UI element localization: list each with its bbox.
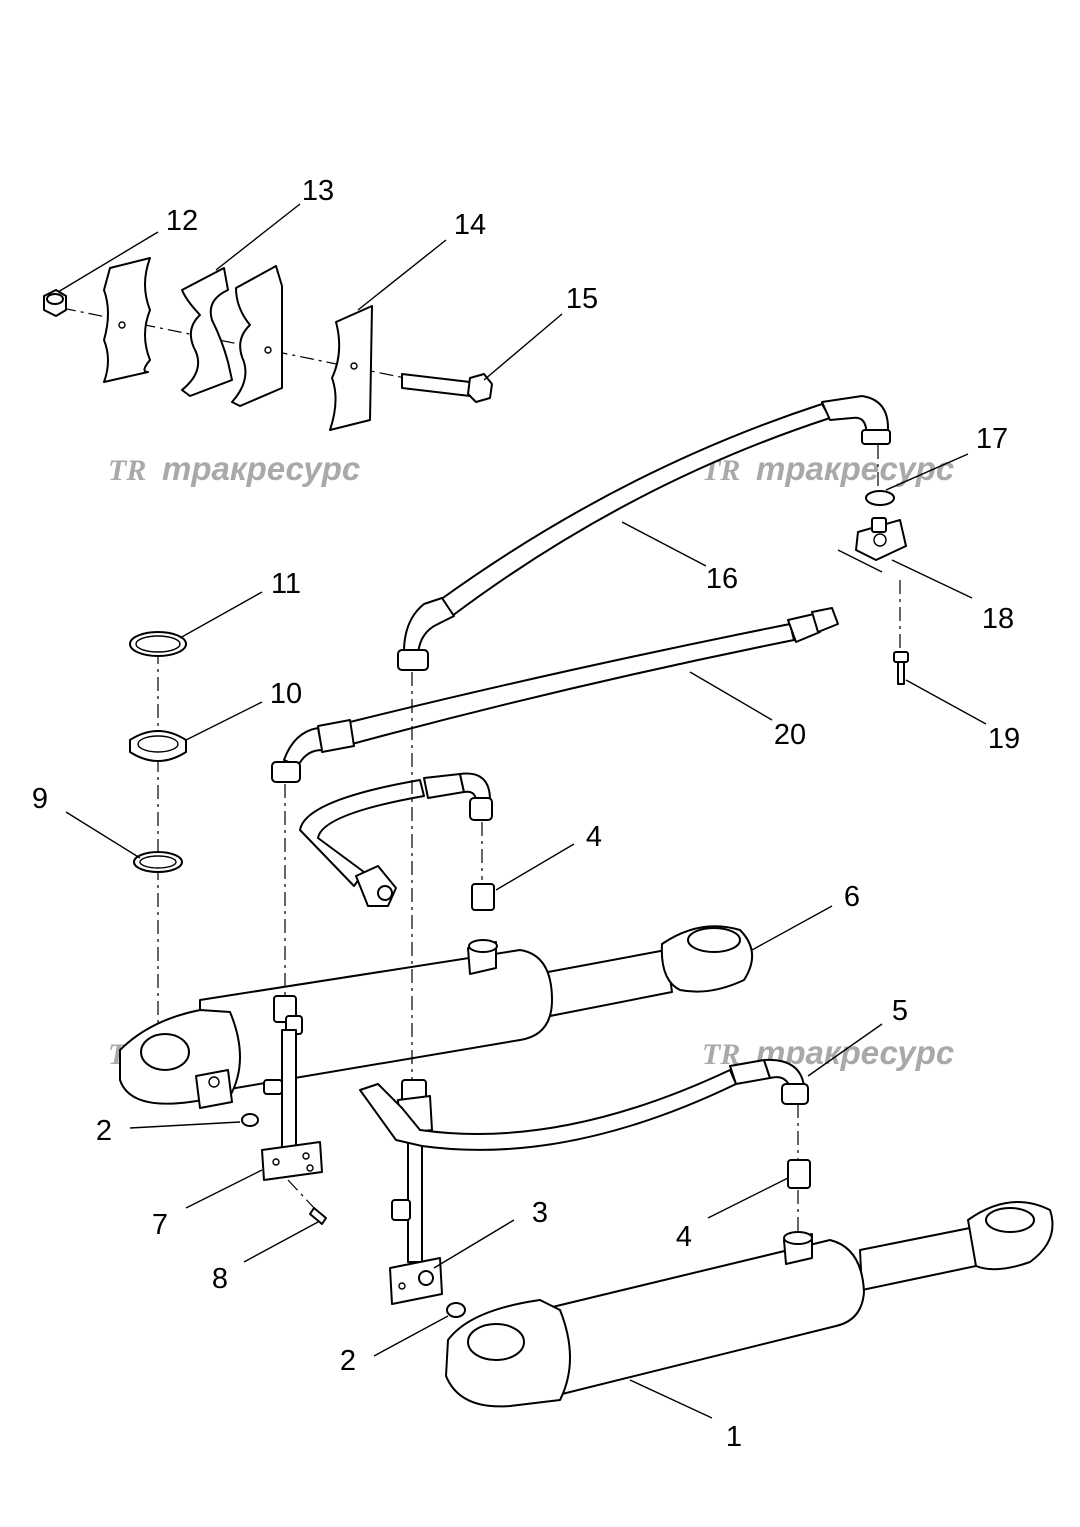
callout-14: 14	[454, 209, 486, 241]
clamp-plate-right-14	[329, 305, 373, 431]
callout-18: 18	[982, 603, 1014, 635]
callout-12: 12	[166, 205, 198, 237]
o-ring-9	[133, 851, 183, 873]
callout-4-lower: 4	[676, 1221, 692, 1253]
watermark-text: тракресурс	[756, 450, 954, 487]
leader-lines	[57, 203, 987, 1419]
callout-11: 11	[271, 568, 301, 600]
callout-17: 17	[976, 423, 1008, 455]
o-ring-11	[129, 631, 187, 657]
hose-16	[397, 395, 891, 671]
callout-4-upper: 4	[586, 821, 602, 853]
watermark-1: TR тракресурс	[108, 450, 360, 487]
callout-1: 1	[726, 1421, 742, 1453]
callout-7: 7	[152, 1209, 168, 1241]
bolt-15	[401, 373, 493, 403]
callout-5: 5	[892, 995, 908, 1027]
callout-10: 10	[270, 678, 302, 710]
clamp-assembly	[43, 257, 493, 431]
bolt-19	[893, 651, 909, 685]
callout-labels: 1 2 2 3 4 4 5 6 7 8 9 10 11 12 13 14 15 …	[32, 175, 1020, 1453]
callout-9: 9	[32, 783, 48, 815]
callout-2-left: 2	[96, 1115, 112, 1147]
callout-13: 13	[302, 175, 334, 207]
fitting-4-upper	[471, 822, 495, 911]
fitting-4-lower	[787, 1104, 811, 1232]
watermark-logo: TR	[108, 454, 146, 487]
seal-10	[129, 730, 187, 762]
bolt-8	[287, 1179, 327, 1225]
o-ring-2-left	[241, 1113, 259, 1127]
cylinder-1	[445, 1201, 1054, 1408]
callout-2-right: 2	[340, 1345, 356, 1377]
clamp-plate-left	[103, 257, 151, 383]
clamp-halves-13	[181, 265, 283, 407]
hose-5	[359, 1058, 809, 1151]
tube-manifold-7	[261, 784, 323, 1181]
flange-18	[837, 445, 907, 652]
o-ring-17	[865, 490, 895, 506]
hose-short-upper	[299, 772, 493, 907]
watermark-2: TR тракресурс	[702, 450, 954, 487]
callout-20: 20	[774, 719, 806, 751]
watermark-text: тракресурс	[162, 450, 360, 487]
callout-6: 6	[844, 881, 860, 913]
cylinder-6	[119, 925, 753, 1109]
callout-8: 8	[212, 1263, 228, 1295]
callout-3: 3	[532, 1197, 548, 1229]
callout-16: 16	[706, 563, 738, 595]
callout-15: 15	[566, 283, 598, 315]
o-ring-2-right	[446, 1302, 466, 1318]
callout-19: 19	[988, 723, 1020, 755]
nut-12	[43, 289, 67, 317]
hose-20	[271, 607, 839, 783]
